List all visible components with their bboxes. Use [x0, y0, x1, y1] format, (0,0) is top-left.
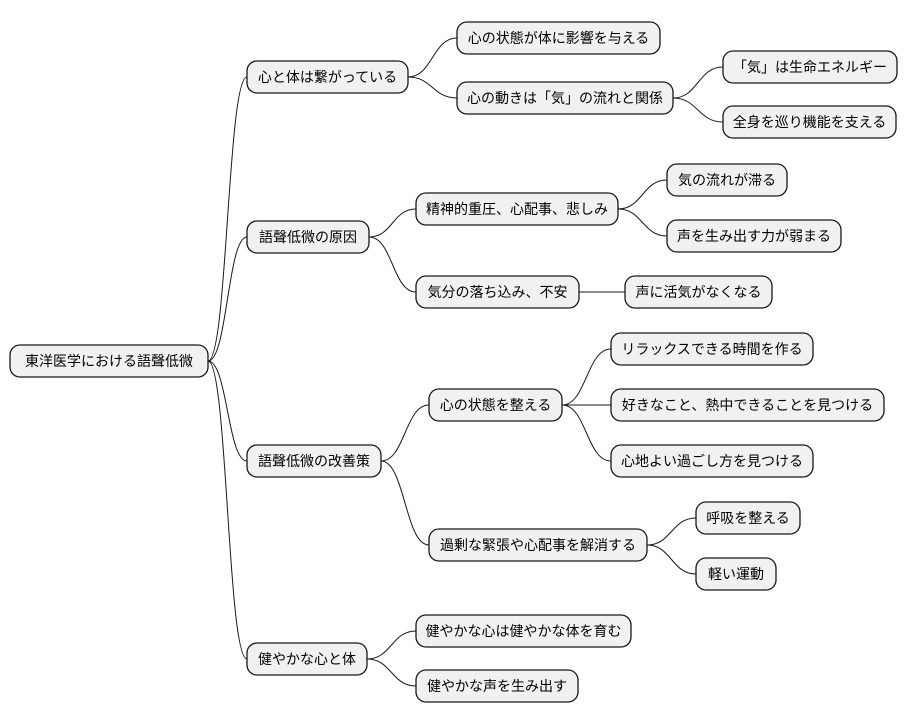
- node-label: 声に活気がなくなる: [636, 285, 762, 301]
- node-label: 東洋医学における語聲低微: [25, 353, 193, 370]
- connector-line: [207, 360, 248, 660]
- node-label: 気の流れが滞る: [678, 173, 776, 189]
- connector-line: [380, 404, 430, 462]
- connector-line: [407, 37, 458, 78]
- topic-node-level-3: 声に活気がなくなる: [624, 275, 773, 309]
- node-box: [624, 275, 773, 309]
- node-box: [415, 275, 580, 309]
- node-box: [456, 81, 674, 115]
- node-box: [666, 163, 788, 197]
- topic-node-level-1: 語聲低微の原因: [246, 220, 370, 254]
- node-box: [610, 332, 814, 366]
- node-box: [695, 501, 801, 535]
- connector-line: [646, 544, 697, 575]
- connector-line: [672, 66, 724, 99]
- node-box: [415, 192, 619, 226]
- node-box: [428, 528, 648, 562]
- node-box: [9, 344, 209, 378]
- node-box: [695, 557, 777, 591]
- connector-line: [561, 348, 612, 406]
- root-node: 東洋医学における語聲低微: [9, 344, 209, 378]
- topic-node-level-1: 健やかな心と体: [246, 642, 368, 676]
- node-box: [246, 444, 382, 478]
- node-label: 健やかな心と体: [258, 652, 356, 668]
- node-box: [610, 444, 814, 478]
- node-label: 気分の落ち込み、不安: [428, 285, 568, 301]
- topic-node-level-2: 心の状態が体に影響を与える: [456, 21, 661, 55]
- connector-line: [617, 208, 668, 237]
- node-box: [610, 388, 885, 422]
- node-label: 心の動きは「気」の流れと関係: [467, 91, 663, 107]
- connector-line: [366, 630, 417, 660]
- topic-node-level-2: 心の動きは「気」の流れと関係: [456, 81, 674, 115]
- topic-node-level-3: 心地よい過ごし方を見つける: [610, 444, 814, 478]
- node-label: 過剰な緊張や心配事を解消する: [440, 538, 636, 554]
- topic-node-level-3: 呼吸を整える: [695, 501, 801, 535]
- node-label: 心の状態が体に影響を与える: [468, 30, 650, 47]
- node-box: [722, 50, 898, 84]
- node-label: 心地よい過ごし方を見つける: [621, 454, 803, 470]
- node-box: [428, 388, 563, 422]
- node-box: [246, 60, 409, 94]
- node-label: リラックスできる時間を作る: [621, 342, 802, 358]
- node-box: [415, 669, 579, 703]
- node-box: [456, 21, 661, 55]
- connector-line: [646, 517, 697, 546]
- connector-line: [207, 360, 248, 462]
- topic-node-level-2: 健やかな声を生み出す: [415, 669, 579, 703]
- connector-line: [368, 208, 417, 238]
- connector-line: [672, 97, 724, 123]
- topic-node-level-1: 語聲低微の改善策: [246, 444, 382, 478]
- node-layer: 東洋医学における語聲低微 心と体は繋がっている 心の状態が体に影響を与える心の動きは…: [9, 21, 898, 703]
- node-label: 心と体は繋がっている: [258, 70, 397, 86]
- connector-line: [561, 404, 612, 462]
- node-label: 声を生み出す力が弱まる: [677, 229, 831, 245]
- node-label: 軽い運動: [708, 567, 764, 583]
- node-label: 好きなこと、熱中できることを見つける: [622, 398, 873, 414]
- connector-line: [407, 76, 458, 99]
- topic-node-level-3: 軽い運動: [695, 557, 777, 591]
- topic-node-level-3: 「気」は生命エネルギー: [722, 50, 898, 84]
- connector-line: [366, 658, 417, 687]
- topic-node-level-2: 精神的重圧、心配事、悲しみ: [415, 192, 619, 226]
- node-box: [666, 219, 842, 253]
- topic-node-level-1: 心と体は繋がっている: [246, 60, 409, 94]
- topic-node-level-2: 過剰な緊張や心配事を解消する: [428, 528, 648, 562]
- node-label: 心の状態を整える: [440, 398, 552, 414]
- topic-node-level-3: 声を生み出す力が弱まる: [666, 219, 842, 253]
- topic-node-level-3: リラックスできる時間を作る: [610, 332, 814, 366]
- node-label: 「気」は生命エネルギー: [733, 59, 887, 76]
- connector-line: [617, 179, 668, 210]
- topic-node-level-3: 全身を巡り機能を支える: [722, 105, 897, 139]
- node-label: 語聲低微の改善策: [258, 453, 370, 470]
- connector-line: [207, 236, 248, 362]
- topic-node-level-2: 心の状態を整える: [428, 388, 563, 422]
- topic-node-level-3: 好きなこと、熱中できることを見つける: [610, 388, 885, 422]
- node-label: 健やかな心は健やかな体を育む: [426, 624, 622, 640]
- node-box: [246, 220, 370, 254]
- node-label: 語聲低微の原因: [259, 229, 357, 246]
- topic-node-level-3: 気の流れが滞る: [666, 163, 788, 197]
- topic-node-level-2: 健やかな心は健やかな体を育む: [415, 614, 632, 648]
- node-label: 呼吸を整える: [706, 511, 790, 527]
- node-label: 全身を巡り機能を支える: [733, 114, 887, 131]
- node-label: 精神的重圧、心配事、悲しみ: [426, 201, 608, 218]
- topic-node-level-2: 気分の落ち込み、不安: [415, 275, 580, 309]
- connector-layer: [207, 37, 724, 687]
- node-box: [415, 614, 632, 648]
- node-label: 健やかな声を生み出す: [427, 679, 567, 695]
- node-box: [722, 105, 897, 139]
- connector-line: [380, 460, 430, 546]
- connector-line: [207, 76, 248, 362]
- connector-line: [368, 236, 417, 293]
- node-box: [246, 642, 368, 676]
